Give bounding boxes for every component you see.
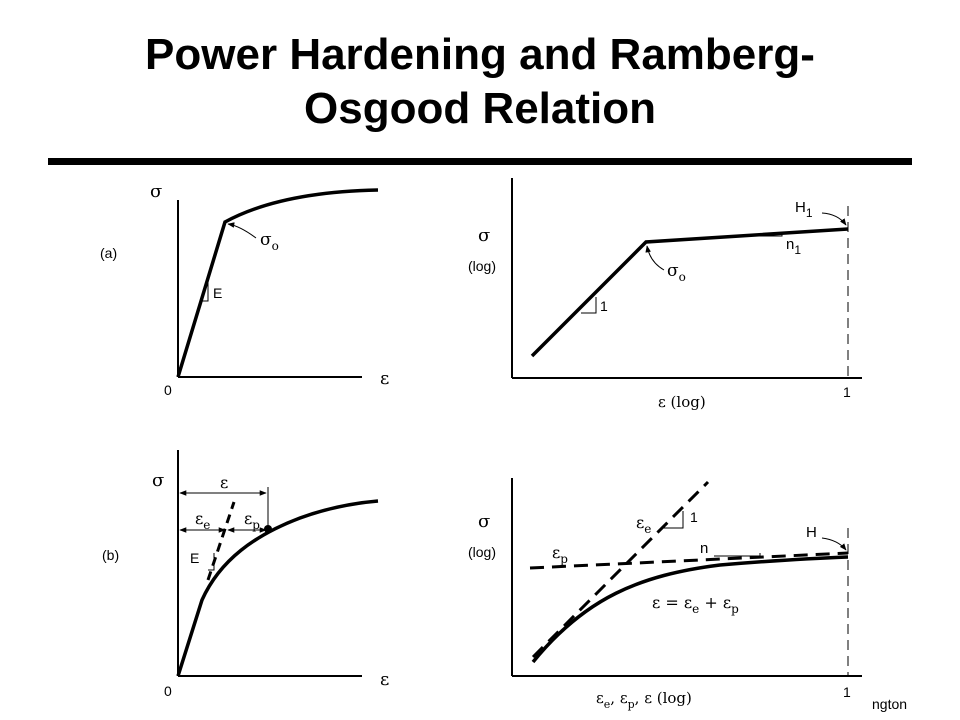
panel-b-log-hardening-triangle: [714, 553, 761, 557]
panel-b-log-n-label: n: [700, 540, 708, 557]
panel-a-slope-label: E: [213, 285, 222, 301]
panel-a-linear: (a) σ ε 0 E σo: [100, 181, 389, 398]
panel-a-log-n1-label: n1: [786, 236, 801, 257]
panel-a-log-slope-triangle: [581, 297, 597, 314]
panel-a-log-x-tick: 1: [843, 384, 851, 400]
page-title-line1: Power Hardening and Ramberg-: [145, 30, 815, 79]
panel-b-log-x-axis-label: εe, εp, ε (log): [596, 689, 692, 711]
source-credit: ngton: [872, 696, 908, 712]
panel-b-elastic-strain-label: εe: [195, 509, 210, 532]
panel-a-log-hardening-triangle: [748, 234, 783, 237]
panel-b-log-elastic-dashed-line: [531, 480, 710, 659]
title-divider: [48, 158, 912, 165]
panel-b-origin-label: 0: [164, 683, 172, 699]
panel-b-log-elastic-triangle: [662, 511, 684, 529]
panel-a-slope-triangle: [201, 279, 209, 302]
panel-b-x-axis-label: ε: [380, 669, 389, 690]
panel-a-label: (a): [100, 245, 117, 261]
page-title-line2: Osgood Relation: [304, 84, 656, 133]
panel-a-origin-label: 0: [164, 382, 172, 398]
panel-a-y-axis-label: σ: [150, 181, 162, 202]
panel-b-log: σ (log) εe, εp, ε (log) 1 εe 1 εp n H ε …: [468, 478, 862, 711]
panel-b-log-y-scale-label: (log): [468, 544, 496, 560]
panel-a-log-y-axis-label: σ: [478, 225, 490, 246]
panel-a-curve: [176, 188, 379, 378]
panel-a-log: σ (log) ε (log) 1 1 σo H1 n1: [468, 178, 862, 411]
panel-b-log-y-axis-label: σ: [478, 511, 490, 532]
panel-a-log-y-scale-label: (log): [468, 258, 496, 274]
panel-a-log-yield-label: σo: [667, 261, 686, 284]
panel-b-linear: (b) σ ε 0 ε εe εp E: [102, 450, 389, 699]
panel-b-total-strain-label: ε: [220, 473, 228, 492]
panel-b-log-elastic-slope: 1: [690, 509, 698, 525]
panel-a-log-x-axis-label: ε (log): [658, 393, 706, 411]
panel-a-log-h1-label: H1: [795, 199, 813, 220]
panel-a-log-yield-arrow: [645, 245, 665, 271]
panel-b-elastic-dashed-line: [206, 501, 236, 581]
panel-a-yield-label: σo: [260, 230, 279, 253]
panel-b-plastic-strain-label: εp: [244, 509, 260, 532]
panel-b-slope-triangle: [208, 553, 215, 571]
panel-b-log-elastic-label: εe: [636, 513, 651, 536]
panel-a-log-h1-arrow: [821, 212, 847, 226]
panel-b-curve: [176, 499, 379, 677]
panel-b-label: (b): [102, 547, 119, 563]
panel-b-log-h-arrow: [821, 537, 847, 551]
panel-a-x-axis-label: ε: [380, 368, 389, 389]
panel-b-log-plastic-label: εp: [552, 543, 568, 566]
panel-b-log-h-label: H: [806, 524, 817, 541]
panel-b-slope-label: E: [190, 550, 199, 566]
page-title: Power Hardening and Ramberg- Osgood Rela…: [0, 28, 960, 136]
panel-a-yield-arrow: [227, 222, 257, 239]
panel-a-log-curve: [530, 227, 849, 358]
panel-b-log-total-curve: [531, 555, 849, 664]
panel-b-log-plastic-dashed-line: [529, 551, 849, 570]
panel-a-log-elastic-slope: 1: [600, 298, 608, 314]
panel-b-log-x-tick: 1: [843, 684, 851, 700]
panel-b-log-sum-equation: ε = εe + εp: [652, 593, 739, 616]
panel-b-y-axis-label: σ: [152, 470, 164, 491]
